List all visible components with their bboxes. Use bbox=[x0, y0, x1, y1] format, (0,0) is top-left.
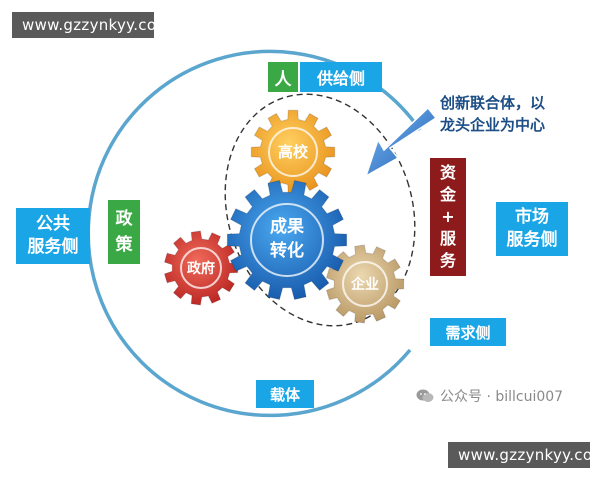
gear-universities bbox=[250, 109, 336, 195]
gear-government bbox=[163, 230, 239, 306]
public-service-line1: 公共 bbox=[36, 214, 70, 234]
gear-center-teeth bbox=[226, 179, 348, 301]
alliance-line2: 龙头企业为中心 bbox=[440, 116, 546, 134]
wechat-attribution: 公众号 · billcui007 bbox=[416, 386, 563, 406]
person-label: 人 bbox=[268, 62, 298, 92]
supply-side-label: 供给侧 bbox=[300, 62, 382, 92]
public-service-side-label: 公共 服务侧 bbox=[16, 208, 90, 264]
policy-line2: 策 bbox=[115, 235, 133, 255]
market-service-side-label: 市场 服务侧 bbox=[496, 202, 568, 256]
gear-top-hub-ring bbox=[268, 127, 318, 177]
capital-char-3: 服 bbox=[439, 229, 456, 248]
alliance-annotation: 创新联合体，以 龙头企业为中心 bbox=[440, 92, 590, 136]
watermark-bottom: www.gzzynkyy.com bbox=[448, 442, 600, 468]
gear-enterprise-label: 企业 bbox=[350, 276, 379, 293]
capital-char-4: 务 bbox=[439, 251, 456, 270]
capital-char-2: 金 bbox=[439, 185, 456, 204]
gear-center-label-line2: 转化 bbox=[270, 240, 304, 261]
gear-left-hub-ring bbox=[180, 247, 222, 289]
gear-right-hub-ring bbox=[342, 261, 388, 307]
capital-char-1: 资 bbox=[439, 163, 456, 182]
wechat-icon bbox=[416, 389, 434, 402]
gear-left-teeth bbox=[163, 230, 239, 306]
gear-center-label-line1: 成果 bbox=[270, 216, 304, 237]
capital-service-label: 资 金 + 服 务 bbox=[430, 158, 466, 276]
attribution-text: 公众号 · billcui007 bbox=[440, 389, 564, 405]
alliance-line1: 创新联合体，以 bbox=[440, 94, 546, 112]
gear-top-teeth bbox=[250, 109, 336, 195]
watermark-top: www.gzzynkyy.com bbox=[12, 12, 171, 38]
public-service-line2: 服务侧 bbox=[27, 237, 79, 257]
market-service-line2: 服务侧 bbox=[506, 230, 558, 250]
gear-universities-label: 高校 bbox=[278, 143, 309, 161]
gear-center-hub-ring bbox=[250, 203, 324, 277]
gear-right-teeth bbox=[325, 244, 405, 324]
gear-enterprise bbox=[325, 244, 405, 324]
policy-line1: 政 bbox=[115, 209, 133, 229]
gear-government-label: 政府 bbox=[187, 260, 215, 277]
policy-label: 政 策 bbox=[108, 200, 140, 264]
capital-char-plus: + bbox=[441, 207, 455, 226]
market-service-line1: 市场 bbox=[515, 207, 549, 227]
demand-side-label: 需求侧 bbox=[430, 318, 506, 346]
gear-achievement-transfer bbox=[226, 179, 348, 301]
alliance-arrow bbox=[364, 106, 438, 178]
carrier-label: 载体 bbox=[256, 380, 314, 408]
